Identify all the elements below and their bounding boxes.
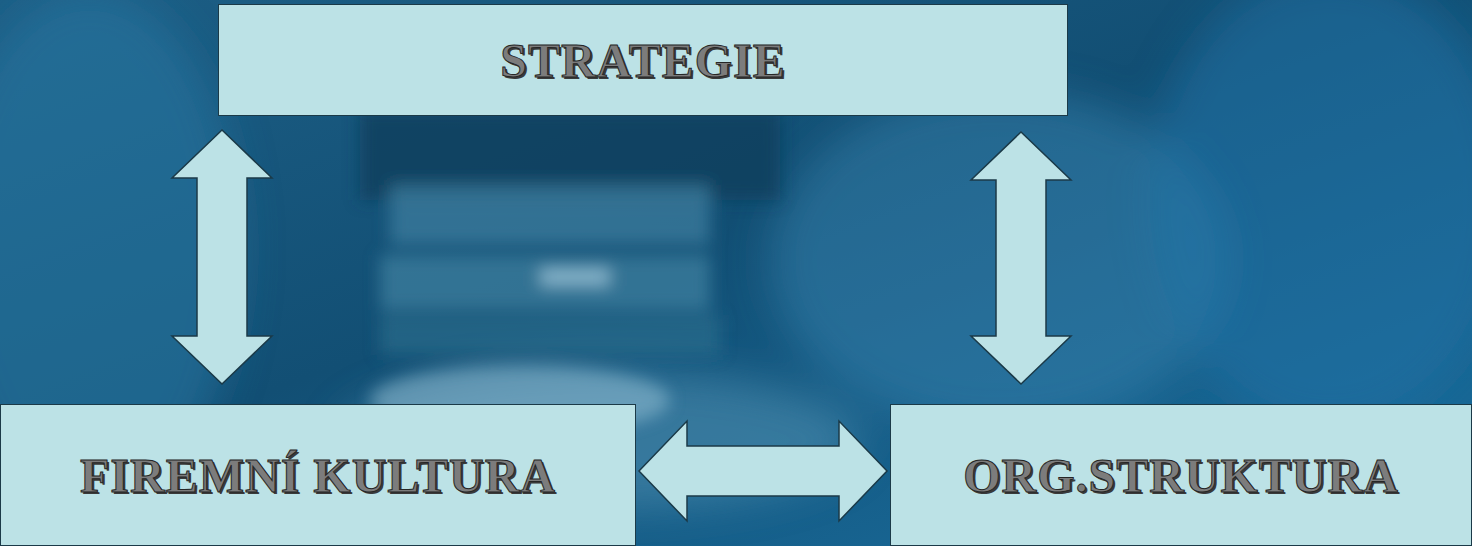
double-block-arrow xyxy=(172,130,272,384)
double-block-arrow xyxy=(639,421,887,521)
medical-equipment xyxy=(360,110,780,435)
box-label: ORG.STRUKTURA xyxy=(963,448,1399,503)
box-label: FIREMNÍ KULTURA xyxy=(80,448,556,503)
double-block-arrow xyxy=(971,132,1071,384)
concept-box: ORG.STRUKTURA xyxy=(890,404,1472,546)
concept-box: FIREMNÍ KULTURA xyxy=(0,404,636,546)
box-label: STRATEGIE xyxy=(500,33,786,88)
concept-box: STRATEGIE xyxy=(218,4,1068,116)
